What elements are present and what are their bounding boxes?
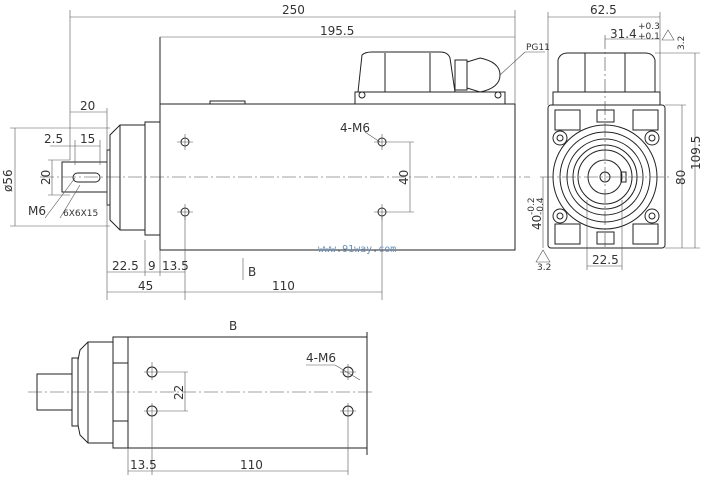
junction-box xyxy=(354,51,545,105)
roughness-2: 3.2 xyxy=(677,36,687,50)
dim-diameter: ø56 xyxy=(1,169,15,192)
dim-shaft-diameter: 20 xyxy=(39,170,53,185)
flange xyxy=(144,121,161,236)
roughness-1: 3.2 xyxy=(537,263,551,273)
side-mounting-holes xyxy=(552,130,660,224)
dim-slot: 22.5 xyxy=(592,253,619,267)
dim-flange: 9 xyxy=(148,259,156,273)
dim-hole-offset: 13.5 xyxy=(162,259,189,273)
bottom-holes-label: 4-M6 xyxy=(306,351,336,365)
thread-label: M6 xyxy=(28,204,46,218)
dim-110: 110 xyxy=(272,279,295,293)
dim-center-height: 40 xyxy=(530,215,544,230)
watermark: www.91way.com xyxy=(318,244,396,255)
dim-body-length: 195.5 xyxy=(320,24,354,38)
section-label: B xyxy=(248,265,256,279)
bottom-mounting-holes xyxy=(144,362,356,475)
tol-height-lower: -0.4 xyxy=(536,197,546,215)
dim-shaft-length: 20 xyxy=(80,99,95,113)
bottom-dim-hole-offset: 13.5 xyxy=(130,458,157,472)
dim-height: 109.5 xyxy=(689,136,703,170)
holes-label: 4-M6 xyxy=(340,121,370,135)
keyway xyxy=(72,172,101,183)
mounting-holes xyxy=(177,134,390,220)
tol-height-upper: -0.2 xyxy=(527,197,537,215)
dim-body-height: 80 xyxy=(674,170,688,185)
tol-center-upper: +0.3 xyxy=(638,22,660,32)
bottom-dim-hole-spacing: 22 xyxy=(172,385,186,400)
dim-shaft-offset: 2.5 xyxy=(44,132,63,146)
dim-nose: 22.5 xyxy=(112,259,139,273)
front-view: 250 195.5 20 2.5 15 ø56 20 M6 6X6X15 4-M… xyxy=(1,3,550,300)
dim-key-length: 15 xyxy=(80,132,95,146)
bottom-view: B 4-M6 22 13.5 110 xyxy=(28,319,372,475)
dim-width: 62.5 xyxy=(590,3,617,17)
side-view: 62.5 31.4 +0.3 +0.1 109.5 80 40 -0.2 -0.… xyxy=(527,3,703,273)
dim-hole-spacing: 40 xyxy=(397,170,411,185)
tol-center-lower: +0.1 xyxy=(638,32,660,42)
bottom-dim-110: 110 xyxy=(240,458,263,472)
key-label: 6X6X15 xyxy=(63,209,98,219)
gland-label: PG11 xyxy=(526,43,550,53)
dim-total-length: 250 xyxy=(282,3,305,17)
cable-gland xyxy=(454,59,468,91)
bottom-view-label: B xyxy=(229,319,237,333)
side-body xyxy=(547,104,666,249)
dim-45: 45 xyxy=(138,279,153,293)
spindle-nose xyxy=(109,124,145,231)
dim-center: 31.4 xyxy=(610,27,637,41)
